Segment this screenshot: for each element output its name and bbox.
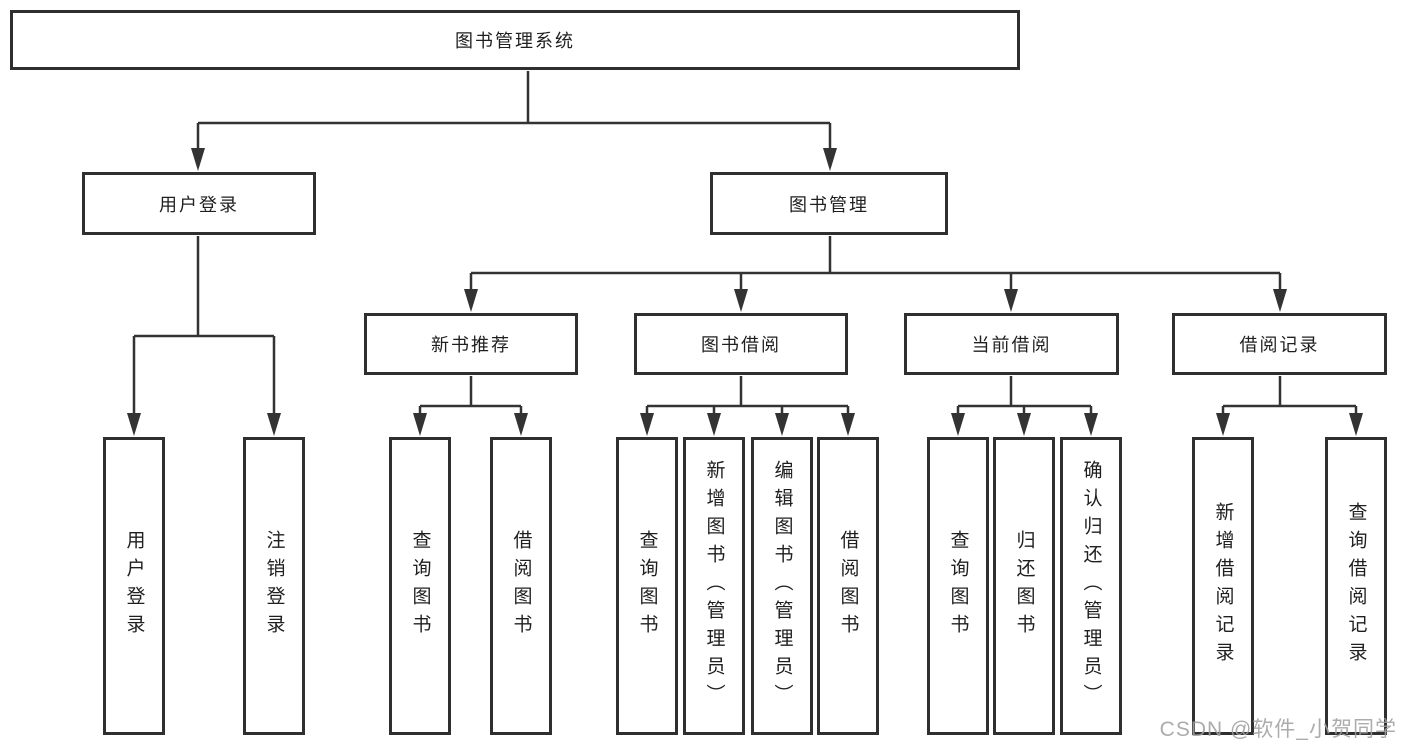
node-book-management: 图书管理 xyxy=(710,172,948,235)
leaf-query-book-3: 查询图书 xyxy=(927,437,989,735)
leaf-add-borrow-record: 新增借阅记录 xyxy=(1192,437,1254,735)
leaf-add-book-admin: 新增图书（管理员） xyxy=(683,437,745,735)
leaf-query-borrow-record: 查询借阅记录 xyxy=(1325,437,1387,735)
watermark: CSDN @软件_小贺同学 xyxy=(1159,718,1397,741)
connector-current-borrow xyxy=(956,376,1093,416)
leaf-confirm-return-admin: 确认归还（管理员） xyxy=(1060,437,1122,735)
leaf-edit-book-admin: 编辑图书（管理员） xyxy=(751,437,813,735)
leaf-logout: 注销登录 xyxy=(243,437,305,735)
node-book-borrow: 图书借阅 xyxy=(634,313,848,375)
connector-book-management xyxy=(469,236,1282,293)
node-borrow-record: 借阅记录 xyxy=(1172,313,1387,375)
connector-root xyxy=(196,71,832,150)
connector-new-book xyxy=(418,376,523,416)
arrowheads xyxy=(127,148,1363,436)
node-root: 图书管理系统 xyxy=(10,10,1020,70)
leaf-user-login: 用户登录 xyxy=(103,437,165,735)
leaf-query-book-2: 查询图书 xyxy=(616,437,678,735)
leaf-return-book: 归还图书 xyxy=(993,437,1055,735)
node-new-book-recommend: 新书推荐 xyxy=(364,313,578,375)
leaf-query-book-1: 查询图书 xyxy=(389,437,451,735)
connector-book-borrow xyxy=(645,376,850,416)
connector-borrow-record xyxy=(1221,376,1358,416)
leaf-borrow-book-2: 借阅图书 xyxy=(817,437,879,735)
connector-user-login xyxy=(132,236,276,415)
node-current-borrow: 当前借阅 xyxy=(904,313,1119,375)
leaf-borrow-book-1: 借阅图书 xyxy=(490,437,552,735)
node-user-login: 用户登录 xyxy=(82,172,316,235)
